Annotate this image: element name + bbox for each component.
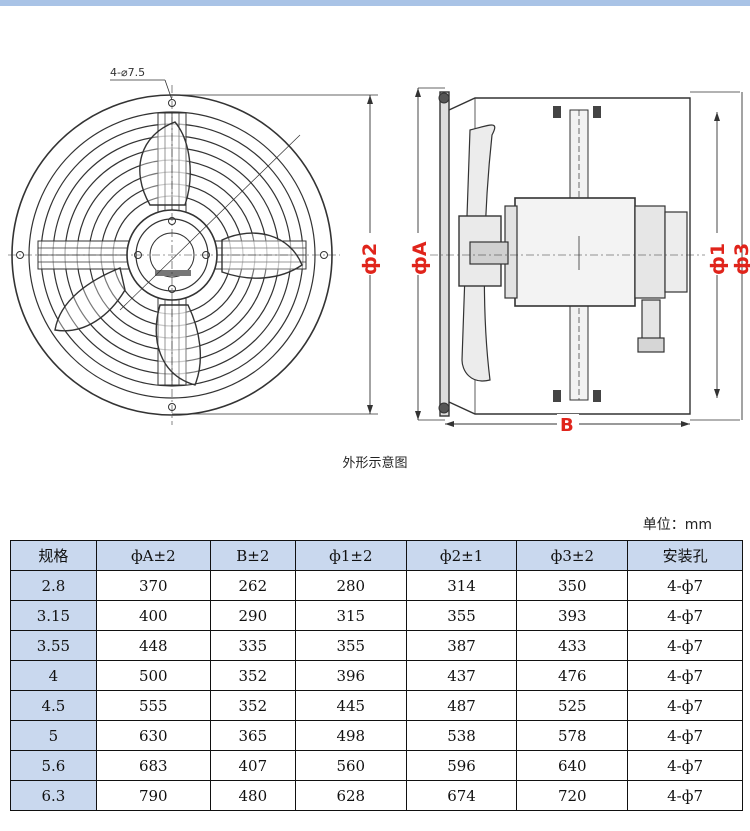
table-row: 3.55 448 335 355 387 433 4-ф7 [10, 630, 743, 661]
table-cell: 720 [516, 780, 629, 811]
table-cell: 437 [405, 660, 518, 691]
dimension-phi1-label: ф1 [707, 243, 729, 275]
table-cell: 538 [405, 720, 518, 751]
table-cell: 555 [95, 690, 211, 721]
table-row: 4.5 555 352 445 487 525 4-ф7 [10, 690, 743, 721]
table-row: 6.3 790 480 628 674 720 4-ф7 [10, 780, 743, 811]
table-cell: 476 [516, 660, 629, 691]
header-cell-phi2: ф2±1 [405, 540, 518, 571]
table-cell: 4-ф7 [627, 750, 743, 781]
table-cell: 365 [209, 720, 296, 751]
table-cell: 262 [209, 570, 296, 601]
table-cell: 315 [294, 600, 407, 631]
table-cell: 4 [10, 660, 97, 691]
table-cell: 352 [209, 690, 296, 721]
specification-table: 规格 фA±2 B±2 ф1±2 ф2±1 ф3±2 安装孔 2.8 370 2… [10, 540, 743, 811]
table-cell: 6.3 [10, 780, 97, 811]
table-cell: 448 [95, 630, 211, 661]
table-cell: 4-ф7 [627, 690, 743, 721]
table-cell: 4-ф7 [627, 630, 743, 661]
table-cell: 4-ф7 [627, 720, 743, 751]
table-cell: 630 [95, 720, 211, 751]
header-cell-model: 规格 [10, 540, 97, 571]
table-cell: 396 [294, 660, 407, 691]
table-cell: 393 [516, 600, 629, 631]
table-cell: 4.5 [10, 690, 97, 721]
table-cell: 4-ф7 [627, 570, 743, 601]
table-cell: 290 [209, 600, 296, 631]
table-cell: 335 [209, 630, 296, 661]
table-cell: 560 [294, 750, 407, 781]
table-row: 5.6 683 407 560 596 640 4-ф7 [10, 750, 743, 781]
header-cell-phi1: ф1±2 [294, 540, 407, 571]
fan-outline-drawing: 4-⌀7.5 ф2 [8, 66, 750, 436]
table-cell: 370 [95, 570, 211, 601]
table-cell: 525 [516, 690, 629, 721]
table-cell: 280 [294, 570, 407, 601]
table-cell: 355 [294, 630, 407, 661]
table-cell: 407 [209, 750, 296, 781]
front-view [8, 79, 378, 425]
dimension-B-label: B [560, 415, 574, 436]
table-cell: 790 [95, 780, 211, 811]
table-cell: 350 [516, 570, 629, 601]
table-row: 4 500 352 396 437 476 4-ф7 [10, 660, 743, 691]
header-cell-phi3: ф3±2 [516, 540, 629, 571]
table-cell: 355 [405, 600, 518, 631]
table-cell: 314 [405, 570, 518, 601]
dimension-phiA-label: фA [409, 241, 431, 275]
table-cell: 596 [405, 750, 518, 781]
header-cell-mounting-holes: 安装孔 [627, 540, 743, 571]
figure-caption: 外形示意图 [342, 456, 408, 471]
dimension-phi2-label: ф2 [359, 243, 381, 275]
header-cell-B: B±2 [209, 540, 296, 571]
table-cell: 683 [95, 750, 211, 781]
table-cell: 5.6 [10, 750, 97, 781]
table-cell: 445 [294, 690, 407, 721]
table-cell: 352 [209, 660, 296, 691]
table-cell: 674 [405, 780, 518, 811]
table-cell: 4-ф7 [627, 660, 743, 691]
table-cell: 487 [405, 690, 518, 721]
dimension-phi3-label: ф3 [731, 243, 750, 275]
table-row: 2.8 370 262 280 314 350 4-ф7 [10, 570, 743, 601]
table-cell: 4-ф7 [627, 780, 743, 811]
table-cell: 400 [95, 600, 211, 631]
table-row: 5 630 365 498 538 578 4-ф7 [10, 720, 743, 751]
side-view [415, 87, 743, 427]
table-cell: 578 [516, 720, 629, 751]
unit-label: 单位：mm [642, 517, 712, 533]
top-banner-strip [0, 0, 750, 6]
table-cell: 640 [516, 750, 629, 781]
table-cell: 498 [294, 720, 407, 751]
table-cell: 480 [209, 780, 296, 811]
table-cell: 3.15 [10, 600, 97, 631]
table-cell: 3.55 [10, 630, 97, 661]
table-cell: 5 [10, 720, 97, 751]
table-cell: 2.8 [10, 570, 97, 601]
table-row: 3.15 400 290 315 355 393 4-ф7 [10, 600, 743, 631]
table-cell: 433 [516, 630, 629, 661]
table-cell: 628 [294, 780, 407, 811]
table-header-row: 规格 фA±2 B±2 ф1±2 ф2±1 ф3±2 安装孔 [10, 540, 743, 571]
table-cell: 387 [405, 630, 518, 661]
table-cell: 500 [95, 660, 211, 691]
table-cell: 4-ф7 [627, 600, 743, 631]
header-cell-phiA: фA±2 [95, 540, 211, 571]
hole-spec-label: 4-⌀7.5 [110, 66, 145, 79]
